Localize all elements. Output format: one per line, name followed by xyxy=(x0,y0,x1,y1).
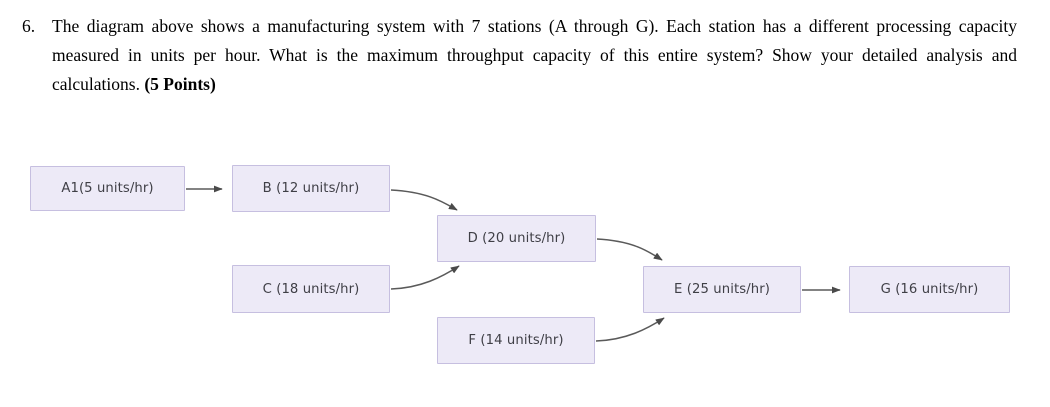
station-d-label: D (20 units/hr) xyxy=(467,231,566,246)
station-node-a[interactable]: A1(5 units/hr) xyxy=(30,166,185,211)
edge-b-to-d xyxy=(390,189,458,211)
station-c-label: C (18 units/hr) xyxy=(262,281,360,297)
station-node-d[interactable]: D (20 units/hr) xyxy=(437,215,596,262)
station-a-label: A1(5 units/hr) xyxy=(61,181,154,196)
question-points: (5 Points) xyxy=(144,74,216,94)
question-body: The diagram above shows a manufacturing … xyxy=(52,16,1017,94)
question-text: The diagram above shows a manufacturing … xyxy=(52,12,1017,99)
question-block: 6. The diagram above shows a manufacturi… xyxy=(0,0,1050,99)
edge-c-to-d xyxy=(390,265,460,290)
station-e-label: E (25 units/hr) xyxy=(674,282,770,297)
station-node-g[interactable]: G (16 units/hr) xyxy=(849,266,1010,313)
station-node-c[interactable]: C (18 units/hr) xyxy=(232,265,390,313)
station-node-e[interactable]: E (25 units/hr) xyxy=(643,266,801,313)
station-node-f[interactable]: F (14 units/hr) xyxy=(437,317,595,364)
question-number: 6. xyxy=(22,16,36,36)
edge-f-to-e xyxy=(595,317,665,342)
station-f-label: F (14 units/hr) xyxy=(468,333,564,348)
station-node-b[interactable]: B (12 units/hr) xyxy=(232,165,390,212)
edge-d-to-e xyxy=(596,238,663,261)
station-g-label: G (16 units/hr) xyxy=(880,282,979,297)
station-b-label: B (12 units/hr) xyxy=(262,181,360,196)
